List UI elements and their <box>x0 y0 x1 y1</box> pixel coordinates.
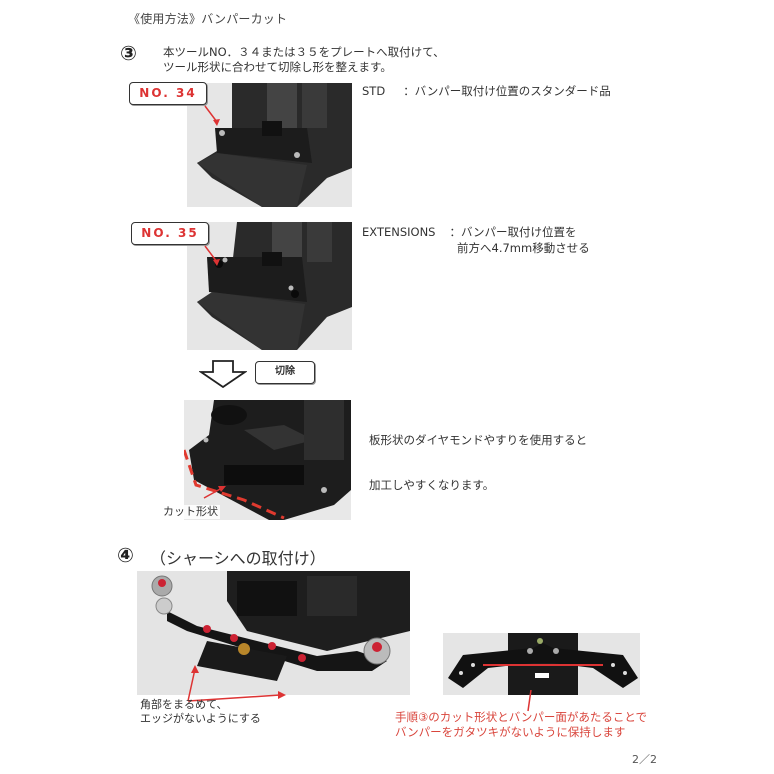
step-4-number: ④ <box>117 543 134 567</box>
page-number: 2／2 <box>632 753 657 766</box>
bumper-front-photo <box>443 633 640 695</box>
no34-tag-label: NO. 34 <box>129 82 207 105</box>
no34-photo <box>187 83 352 207</box>
no35-description: EXTENSIONS ：バンパー取付け位置を <box>362 225 577 240</box>
cut-shape-caption: カット形状 <box>161 505 220 519</box>
bumper-holding-note: 手順③のカット形状とバンパー面があたることで バンパーをガタツキがないように保持… <box>395 710 647 740</box>
no34-desc-key: STD <box>362 84 386 98</box>
corner-note-line2: エッジがないようにする <box>140 712 261 725</box>
pointer-line-icon <box>527 690 532 712</box>
no34-description: STD ：バンパー取付け位置のスタンダード品 <box>362 84 611 99</box>
no35-tag-label: NO. 35 <box>131 222 209 245</box>
corner-pointer-arrows-icon <box>187 665 286 702</box>
step-3-instruction-line1: 本ツールNO．３４または３５をプレートへ取付けて、 <box>163 45 445 59</box>
corner-note-line1: 角部をまるめて、 <box>140 698 228 711</box>
step-3-number: ③ <box>120 41 137 65</box>
no34-desc-text: ：バンパー取付け位置のスタンダード品 <box>403 84 611 98</box>
no35-desc-text-line2: 前方へ4.7mm移動させる <box>457 241 590 255</box>
step-4-title: （シャーシへの取付け） <box>150 549 326 568</box>
red-note-line2: バンパーをガタツキがないように保持します <box>395 725 626 739</box>
no35-desc-key: EXTENSIONS <box>362 225 436 239</box>
step-3-instruction-line2: ツール形状に合わせて切除し形を整えます。 <box>163 60 392 74</box>
chassis-mount-photo <box>137 571 410 695</box>
corner-rounding-note: 角部をまるめて、 エッジがないようにする <box>140 698 261 726</box>
file-tip: 板形状のダイヤモンドやすりを使用すると 加工しやすくなります。 <box>369 403 587 508</box>
arrow-icon <box>204 105 220 126</box>
page-heading: 《使用方法》バンパーカット <box>128 12 288 26</box>
no35-photo <box>187 222 352 350</box>
cut-shape-photo <box>184 400 351 520</box>
step-3-instruction: 本ツールNO．３４または３５をプレートへ取付けて、 ツール形状に合わせて切除し形… <box>163 45 445 75</box>
file-tip-line2: 加工しやすくなります。 <box>369 478 495 492</box>
down-arrow-icon <box>199 360 247 388</box>
red-note-line1: 手順③のカット形状とバンパー面があたることで <box>395 710 648 724</box>
no35-desc-text-line1: ：バンパー取付け位置を <box>449 225 577 239</box>
cut-label-box: 切除 <box>255 361 315 384</box>
arrow-icon <box>204 245 220 266</box>
file-tip-line1: 板形状のダイヤモンドやすりを使用すると <box>369 433 588 447</box>
